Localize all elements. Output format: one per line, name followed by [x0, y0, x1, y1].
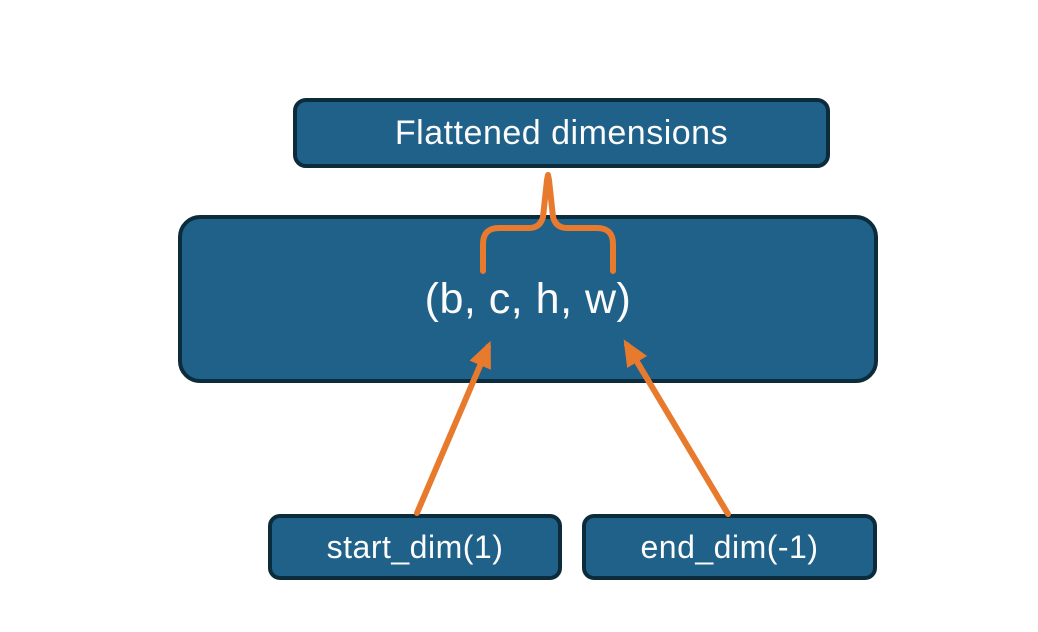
- end-dim-label: end_dim(-1): [640, 528, 819, 565]
- tensor-shape-label: (b, c, h, w): [424, 274, 632, 323]
- start-dim-box: start_dim(1): [268, 514, 562, 580]
- end-dim-box: end_dim(-1): [582, 514, 877, 580]
- flattened-dimensions-box: Flattened dimensions: [293, 98, 830, 168]
- tensor-shape-box: (b, c, h, w): [178, 215, 878, 383]
- start-dim-label: start_dim(1): [326, 528, 504, 565]
- flattened-dimensions-label: Flattened dimensions: [394, 113, 729, 152]
